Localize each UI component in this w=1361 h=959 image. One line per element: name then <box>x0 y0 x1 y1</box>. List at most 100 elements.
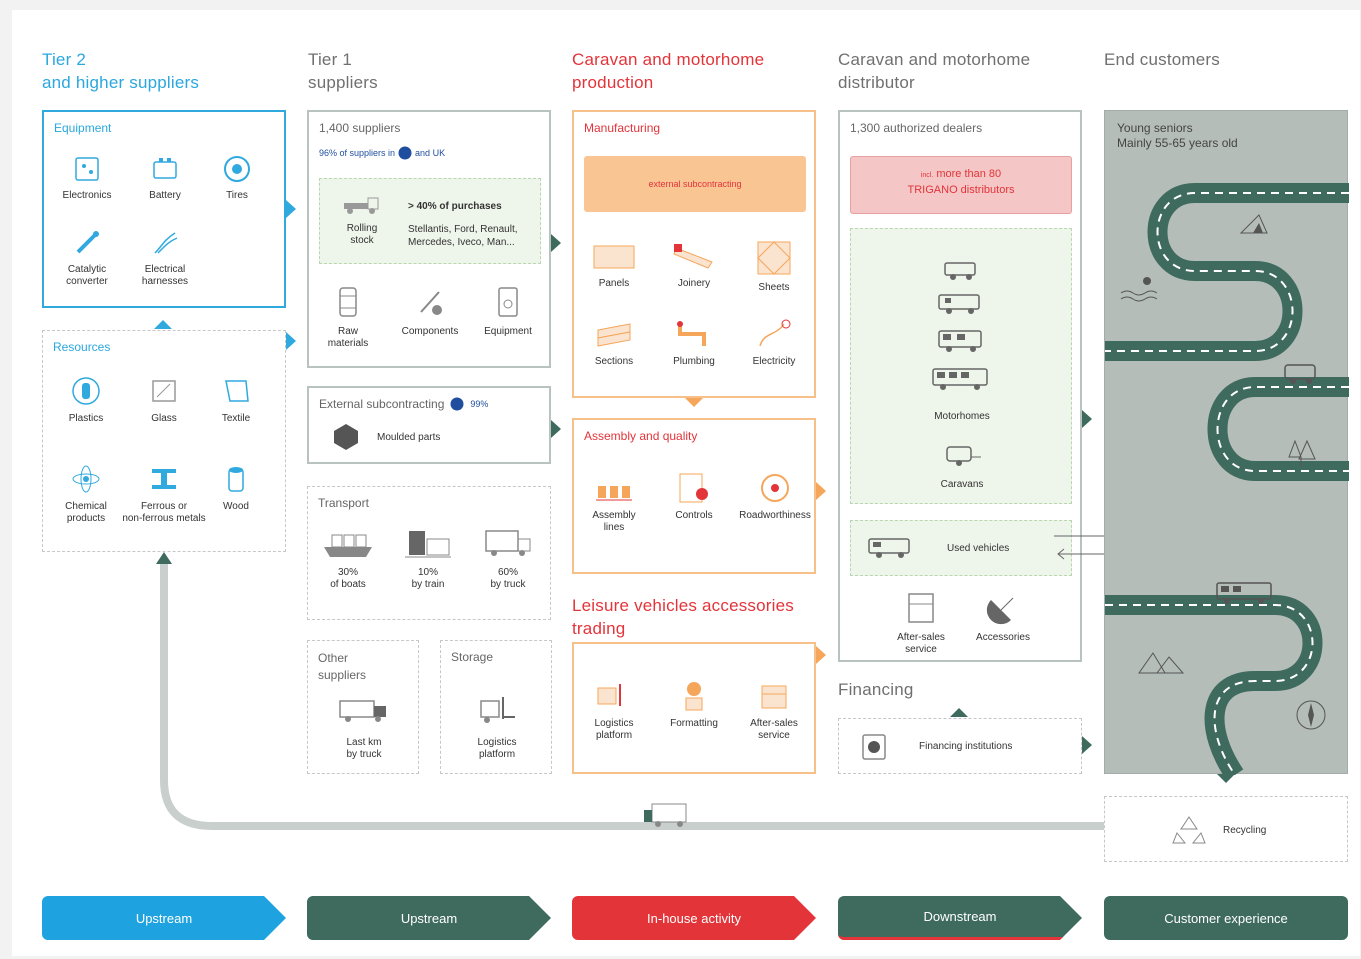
other-suppliers-title: Other suppliers <box>318 651 367 682</box>
item-assembly-lines: Assembly lines <box>574 472 654 534</box>
saw-icon <box>673 244 713 269</box>
storage-title: Storage <box>451 650 494 664</box>
catalytic-converter-icon <box>76 231 99 254</box>
column-title-tier1: Tier 1 suppliers <box>308 50 378 92</box>
item-electricity: Electricity <box>734 318 814 368</box>
item-components: Components <box>387 284 473 338</box>
compass-icon <box>1296 700 1326 730</box>
coach-motorhome-icon <box>1216 582 1272 604</box>
resources-title: Resources <box>53 340 111 354</box>
item-trading-after-sales: After-sales service <box>734 680 814 742</box>
worker-icon <box>685 682 703 711</box>
external-subcontracting-box: External subcontracting 99% Moulded part… <box>307 386 551 464</box>
beach-icon <box>1120 277 1157 302</box>
arrow-equipment-to-tier1 <box>286 200 296 218</box>
atom-icon <box>72 465 100 493</box>
arrow-distributor-to-customers <box>1082 410 1092 428</box>
item-trading-logistics: Logistics platform <box>574 680 654 742</box>
recycling-return-loop <box>156 552 1104 830</box>
external-title-row: External subcontracting 99% <box>319 397 489 411</box>
item-roadworthiness: Roadworthiness <box>732 472 818 522</box>
equipment-title: Equipment <box>54 121 112 135</box>
moulded-parts-label: Moulded parts <box>377 432 441 443</box>
column-title-tier2: Tier 2 and higher suppliers <box>42 50 200 92</box>
arrow-trading-to-distributor <box>816 646 826 664</box>
item-chemical-products: Chemical products <box>43 463 129 525</box>
moulded-part-icon <box>334 424 358 450</box>
used-vehicles-panel: Used vehicles <box>850 520 1072 576</box>
manufacturing-box: Manufacturing external subcontracting Pa… <box>572 110 816 398</box>
item-boats: 30% of boats <box>308 525 388 591</box>
item-battery: Battery <box>122 154 208 202</box>
mountains-icon <box>1138 652 1185 674</box>
item-wood: Wood <box>193 463 279 513</box>
arrow-assembly-to-distributor <box>816 482 826 500</box>
external-subcontracting-banner: external subcontracting <box>584 156 806 212</box>
brands-list: Stellantis, Ford, Renault, Mercedes, Ive… <box>408 224 518 248</box>
tire-icon <box>224 156 250 182</box>
europe-globe-icon <box>398 146 412 160</box>
caravans-label: Caravans <box>940 479 984 490</box>
caravan-icon <box>946 446 981 466</box>
tier1-suppliers-box: 1,400 suppliers 96% of suppliers in and … <box>307 110 551 368</box>
stage-upstream-tier2: Upstream <box>42 896 286 940</box>
ship-icon <box>324 534 372 557</box>
trading-title: Leisure vehicles accessories trading <box>572 596 794 638</box>
column-title-end-customers: End customers <box>1104 50 1220 69</box>
bank-card-icon <box>862 734 886 760</box>
textile-icon <box>225 380 249 402</box>
assembly-title: Assembly and quality <box>584 429 698 443</box>
item-train: 10% by train <box>388 525 468 591</box>
truck-icon <box>485 530 531 556</box>
harness-icon <box>154 232 178 254</box>
electric-cable-icon <box>759 319 791 347</box>
resources-box: Resources Plastics Glass Textile Chemica… <box>42 330 286 552</box>
recycling-label: Recycling <box>1223 825 1267 836</box>
checklist-icon <box>679 473 708 503</box>
arrow-resources-to-equipment <box>154 320 172 329</box>
arrow-external-to-production <box>551 420 561 438</box>
tools-icon <box>420 291 442 315</box>
motorhome-icon-2 <box>938 294 980 314</box>
end-customers-panel: Young seniors Mainly 55-65 years old <box>1104 110 1349 775</box>
other-suppliers-box: Other suppliers Last km by truck <box>307 640 419 774</box>
financing-box: Financing institutions <box>838 718 1082 774</box>
recycling-icon <box>1172 816 1206 844</box>
purchases-share: > 40% of purchases <box>408 201 502 212</box>
device-icon <box>498 287 518 317</box>
item-raw-materials: Raw materials <box>309 284 387 350</box>
motorhomes-label: Motorhomes <box>934 411 990 422</box>
arrow-financing-to-customers <box>1082 736 1092 754</box>
motorhome-icon-4 <box>932 368 988 390</box>
item-sheets: Sheets <box>734 240 814 294</box>
assembly-line-icon <box>596 486 632 501</box>
item-controls: Controls <box>654 472 734 522</box>
new-vehicles-panel: Motorhomes Caravans <box>850 228 1072 504</box>
motorhome-icon-3 <box>938 330 982 352</box>
stage-customer-experience: Customer experience <box>1104 896 1348 940</box>
financing-institutions-label: Financing institutions <box>919 741 1013 752</box>
item-glass: Glass <box>121 375 207 425</box>
panels-icon <box>593 245 635 269</box>
after-sales-box-icon <box>908 593 934 623</box>
glass-icon <box>152 380 176 402</box>
value-chain-diagram: Tier 2 and higher suppliers Tier 1 suppl… <box>12 10 1360 956</box>
item-metals: Ferrous or non-ferrous metals <box>121 463 207 525</box>
item-after-sales-service: After-sales service <box>878 590 964 656</box>
tier1-share: 96% of suppliers in and UK <box>319 146 446 160</box>
stage-downstream: Downstream <box>838 896 1082 940</box>
item-electronics: Electronics <box>44 154 130 202</box>
stage-in-house-activity: In-house activity <box>572 896 816 940</box>
train-icon <box>405 531 451 558</box>
item-panels: Panels <box>574 240 654 290</box>
logistics-forklift-icon <box>597 684 621 706</box>
forklift-icon <box>480 697 515 723</box>
trigano-distributors-banner: incl. more than 80 TRIGANO distributors <box>850 156 1072 214</box>
barrel-icon <box>339 287 357 317</box>
chassis-icon <box>344 197 379 214</box>
rolling-stock-panel: Rolling stock > 40% of purchases Stellan… <box>319 178 541 264</box>
used-vehicles-label: Used vehicles <box>947 543 1010 554</box>
item-plastics: Plastics <box>43 375 129 425</box>
tent-icon <box>1239 214 1268 234</box>
globe-icon <box>450 397 464 411</box>
